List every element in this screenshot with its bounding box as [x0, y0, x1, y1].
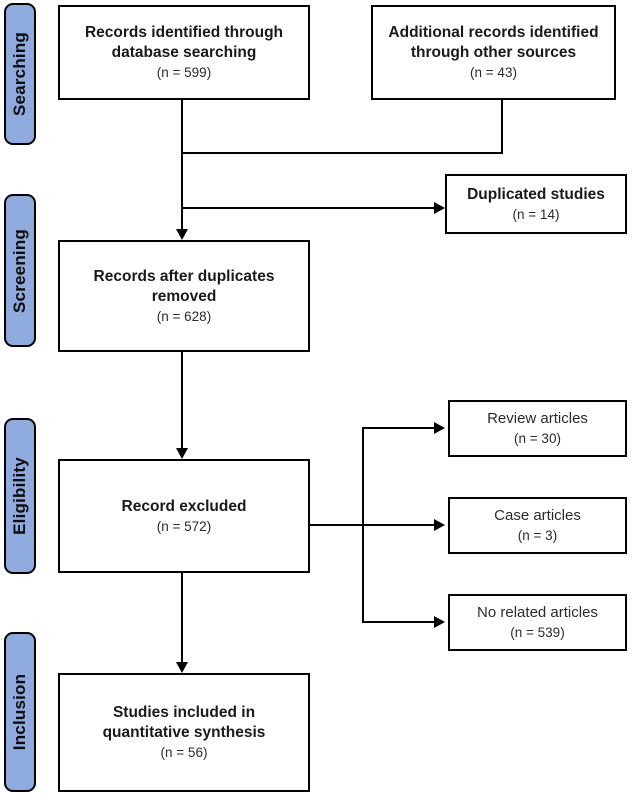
stage-screening-label: Screening	[10, 228, 29, 313]
arrowhead-into-case-articles	[434, 519, 445, 531]
box-studies-included-line2: quantitative synthesis	[102, 724, 266, 741]
box-record-excluded-line1: Record excluded	[121, 497, 247, 515]
arrowhead-into-duplicated	[434, 202, 445, 214]
connector-to-review	[363, 427, 435, 429]
box-case-articles: Case articles (n = 3)	[448, 497, 627, 554]
box-duplicated-studies-count: (n = 14)	[512, 206, 560, 222]
connector-excluded-right	[310, 524, 435, 526]
box-review-articles-count: (n = 30)	[514, 431, 561, 446]
arrowhead-into-review-articles	[434, 422, 445, 434]
box-record-excluded: Record excluded (n = 572)	[58, 459, 310, 573]
stage-eligibility: Eligibility	[4, 418, 36, 574]
arrowhead-into-studies-included	[176, 662, 188, 673]
box-additional-records-count: (n = 43)	[470, 65, 517, 80]
box-records-identified-line2: database searching	[111, 44, 257, 61]
stage-searching: Searching	[4, 3, 36, 145]
box-additional-records: Additional records identified through ot…	[371, 5, 616, 100]
stage-inclusion: Inclusion	[4, 632, 36, 792]
box-duplicated-studies: Duplicated studies (n = 14)	[445, 174, 627, 234]
box-record-excluded-count: (n = 572)	[156, 518, 212, 534]
box-records-after-duplicates-line2: removed	[151, 287, 217, 305]
box-case-articles-line1: Case articles	[494, 507, 581, 524]
stage-eligibility-label: Eligibility	[10, 457, 30, 535]
connector-screening-down	[181, 352, 183, 448]
box-records-after-duplicates-line1: Records after duplicates	[93, 267, 275, 285]
box-additional-records-line2: through other sources	[410, 44, 577, 61]
connector-merge-horizontal	[181, 152, 503, 154]
connector-to-no-related	[363, 621, 435, 623]
box-no-related-articles-line1: No related articles	[477, 604, 598, 621]
arrowhead-into-records-after-duplicates	[176, 229, 188, 240]
stage-inclusion-label: Inclusion	[10, 673, 30, 751]
box-no-related-articles-count: (n = 539)	[510, 625, 565, 640]
arrowhead-into-record-excluded	[176, 448, 188, 459]
connector-identified-down	[181, 100, 183, 229]
box-records-identified: Records identified through database sear…	[58, 5, 310, 100]
box-review-articles: Review articles (n = 30)	[448, 400, 627, 457]
box-records-after-duplicates-count: (n = 628)	[156, 308, 212, 324]
box-additional-records-line1: Additional records identified	[388, 24, 599, 41]
box-studies-included: Studies included in quantitative synthes…	[58, 673, 310, 792]
connector-to-duplicated	[182, 207, 434, 209]
box-studies-included-count: (n = 56)	[160, 745, 208, 760]
box-records-after-duplicates: Records after duplicates removed (n = 62…	[58, 240, 310, 352]
arrowhead-into-no-related	[434, 616, 445, 628]
box-no-related-articles: No related articles (n = 539)	[448, 594, 627, 651]
box-duplicated-studies-line1: Duplicated studies	[467, 185, 605, 203]
box-case-articles-count: (n = 3)	[517, 528, 558, 543]
box-studies-included-line1: Studies included in	[112, 704, 256, 721]
connector-branch-spine	[362, 427, 364, 623]
box-records-identified-line1: Records identified through	[84, 24, 284, 41]
connector-eligibility-down	[181, 573, 183, 662]
connector-additional-down	[501, 100, 503, 154]
stage-screening: Screening	[4, 194, 36, 347]
box-records-identified-count: (n = 599)	[156, 65, 212, 80]
box-review-articles-line1: Review articles	[487, 410, 588, 427]
stage-searching-label: Searching	[10, 32, 29, 116]
